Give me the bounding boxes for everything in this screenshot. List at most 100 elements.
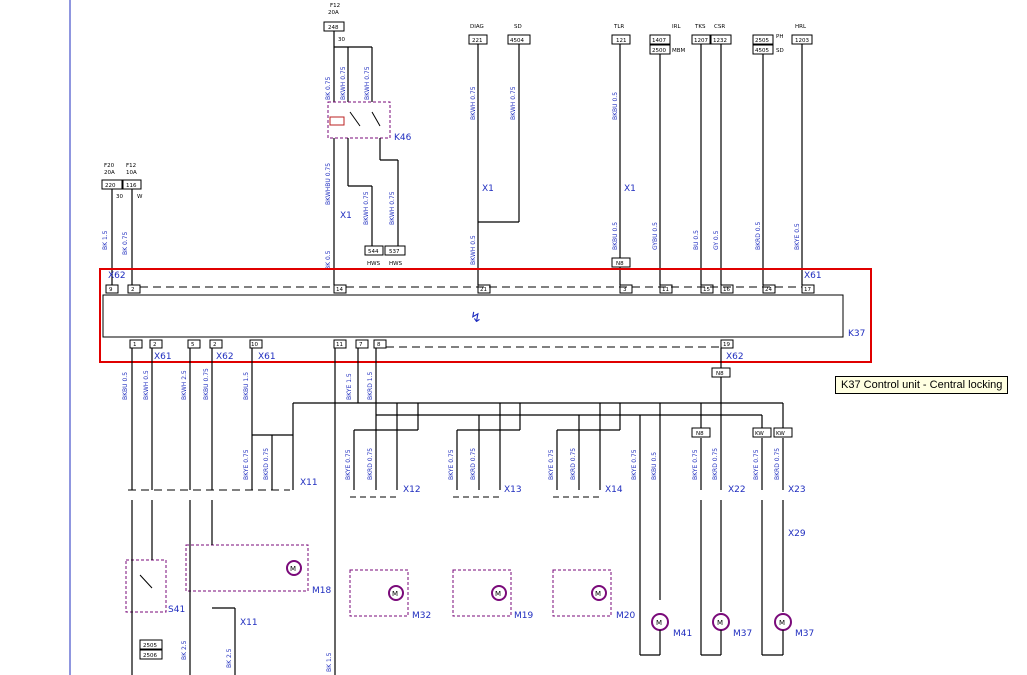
svg-text:BU 0.5: BU 0.5 [693, 230, 700, 250]
svg-text:BKWH 0.75: BKWH 0.75 [364, 66, 371, 100]
svg-text:1203: 1203 [795, 38, 809, 44]
wire-labels-top: BK 1.5 BK 0.75 BK 0.75 BKWH 0.75 BKWH 0.… [102, 66, 801, 270]
svg-text:BKBU 0.75: BKBU 0.75 [203, 368, 210, 400]
svg-text:↯: ↯ [470, 310, 482, 326]
svg-text:X22: X22 [728, 485, 746, 495]
svg-text:BKRD 0.75: BKRD 0.75 [470, 448, 477, 480]
svg-text:M41: M41 [673, 629, 692, 639]
svg-text:30: 30 [338, 37, 345, 43]
svg-text:BKWH 0.75: BKWH 0.75 [470, 86, 477, 120]
svg-text:1: 1 [133, 342, 137, 348]
svg-text:BKYE 0.75: BKYE 0.75 [753, 449, 760, 480]
svg-text:M37: M37 [795, 629, 814, 639]
fuse-f12-name: F12 [330, 3, 340, 9]
svg-text:M18: M18 [312, 586, 331, 596]
svg-text:2506: 2506 [143, 653, 157, 659]
svg-text:BKYE 0.75: BKYE 0.75 [631, 449, 638, 480]
svg-text:BKBU 0.5: BKBU 0.5 [122, 372, 129, 400]
svg-text:4505: 4505 [755, 48, 769, 54]
signal-hrl: HRL 1203 [791, 24, 813, 45]
svg-text:BKRD 1.5: BKRD 1.5 [367, 372, 374, 400]
svg-text:BK 0.75: BK 0.75 [325, 77, 332, 101]
motor-m37-a: M M37 [700, 500, 752, 656]
svg-text:15: 15 [703, 287, 710, 293]
svg-text:M: M [717, 619, 723, 627]
switch-s41: S41 [125, 500, 185, 675]
svg-text:BK 2.5: BK 2.5 [181, 640, 188, 660]
svg-text:220: 220 [105, 183, 116, 189]
motor-m18: M M18 [185, 544, 331, 596]
svg-text:7: 7 [359, 342, 363, 348]
svg-text:BKRD 0.75: BKRD 0.75 [712, 448, 719, 480]
svg-text:19: 19 [723, 342, 730, 348]
svg-text:BKWH 0.5: BKWH 0.5 [143, 370, 150, 400]
svg-text:2: 2 [153, 342, 157, 348]
svg-text:SD: SD [776, 48, 784, 54]
selection-highlight[interactable] [99, 268, 872, 363]
signal-irl: IRL 1407 2500 MBM [649, 24, 686, 55]
tooltip-k37: K37 Control unit - Central locking [835, 376, 1009, 394]
svg-text:2505: 2505 [755, 38, 769, 44]
svg-text:24: 24 [765, 287, 772, 293]
wire-labels-bottom: BKBU 0.5 BKWH 0.5 BKWH 2.5 BKBU 0.75 BKB… [122, 368, 781, 672]
svg-text:4504: 4504 [510, 38, 524, 44]
svg-text:X61: X61 [258, 352, 276, 362]
signal-tlr: TLR 121 [611, 24, 631, 45]
svg-text:BK 0.5: BK 0.5 [325, 250, 332, 270]
svg-text:M: M [656, 619, 662, 627]
svg-text:BKRD 0.75: BKRD 0.75 [774, 448, 781, 480]
svg-text:14: 14 [336, 287, 343, 293]
svg-text:8: 8 [377, 342, 381, 348]
svg-text:S41: S41 [168, 605, 185, 615]
fuse-f12-id: 248 [328, 25, 339, 31]
svg-text:KW: KW [755, 431, 764, 437]
svg-text:10A: 10A [126, 170, 137, 176]
svg-text:X62: X62 [216, 352, 234, 362]
svg-text:MBM: MBM [672, 48, 686, 54]
svg-text:BK 0.75: BK 0.75 [122, 232, 129, 256]
svg-text:M19: M19 [514, 611, 533, 621]
svg-text:BKYE 1.5: BKYE 1.5 [346, 373, 353, 400]
svg-text:TLR: TLR [613, 24, 624, 30]
svg-text:BKYE 0.75: BKYE 0.75 [548, 449, 555, 480]
svg-text:BKRD 0.75: BKRD 0.75 [570, 448, 577, 480]
svg-text:5: 5 [191, 342, 195, 348]
svg-text:BKBU 0.5: BKBU 0.5 [612, 222, 619, 250]
svg-text:X11: X11 [240, 618, 258, 628]
svg-text:121: 121 [616, 38, 627, 44]
x61-label-top: X61 [804, 271, 822, 281]
svg-text:PH: PH [776, 34, 783, 40]
svg-text:BKYE 0.75: BKYE 0.75 [448, 449, 455, 480]
svg-text:BKRD 0.5: BKRD 0.5 [755, 222, 762, 250]
svg-text:17: 17 [804, 287, 811, 293]
svg-text:BKWH 0.75: BKWH 0.75 [363, 191, 370, 225]
svg-text:X14: X14 [605, 485, 623, 495]
svg-text:2: 2 [213, 342, 217, 348]
fuse-f12-rating: 20A [328, 10, 339, 16]
svg-text:M32: M32 [412, 611, 431, 621]
svg-text:N8: N8 [616, 261, 624, 267]
svg-text:M: M [290, 565, 296, 573]
signal-diag: DIAG 221 [468, 24, 488, 45]
svg-text:KW: KW [776, 431, 785, 437]
svg-text:DIAG: DIAG [470, 24, 484, 30]
signal-ph: PH 2505 4505 SD [752, 34, 784, 55]
svg-text:CSR: CSR [714, 24, 725, 30]
svg-text:BKYE 0.5: BKYE 0.5 [794, 223, 801, 250]
svg-text:TKS: TKS [694, 24, 706, 30]
svg-text:M: M [392, 590, 398, 598]
svg-text:221: 221 [472, 38, 483, 44]
svg-text:30: 30 [116, 194, 123, 200]
svg-text:X11: X11 [300, 478, 318, 488]
x1-label-b: X1 [482, 184, 494, 194]
svg-text:X23: X23 [788, 485, 806, 495]
svg-text:16: 16 [723, 287, 730, 293]
motor-m37-b: M M37 [761, 500, 814, 656]
svg-text:BKWH 0.75: BKWH 0.75 [340, 66, 347, 100]
svg-text:IRL: IRL [672, 24, 681, 30]
k46-label: K46 [394, 133, 412, 143]
svg-text:M: M [495, 590, 501, 598]
svg-text:BKWH 0.5: BKWH 0.5 [470, 235, 477, 265]
svg-text:1207: 1207 [694, 38, 708, 44]
